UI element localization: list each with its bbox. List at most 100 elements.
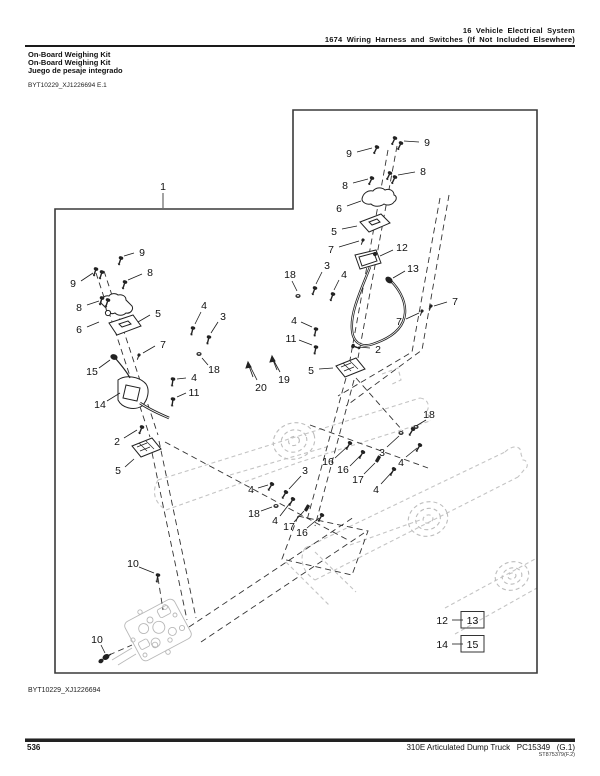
callout-label: 3: [302, 465, 308, 477]
axis-left-4: [158, 440, 197, 619]
legend-boxed-label: 13: [467, 615, 479, 627]
kit-title-en1: On-Board Weighing Kit: [28, 50, 111, 59]
kit-parts: [98, 187, 407, 664]
legend-item-label: 14: [436, 639, 448, 651]
callout-leader: [137, 314, 151, 323]
beam-c-bottom: [454, 587, 537, 635]
figure-ref-id: BYT10229_XJ1226694 E.1: [28, 82, 107, 89]
arrow-19: [269, 354, 278, 371]
callout-label: 4: [201, 300, 207, 312]
callout-leader: [405, 312, 420, 320]
pad-5-left: [131, 437, 162, 458]
callout-leader: [300, 321, 313, 328]
callout-leader: [318, 367, 334, 370]
hub-a: [272, 422, 316, 460]
harness-cable-12-core: [351, 266, 406, 346]
callout-label: 4: [398, 457, 404, 469]
callout-leader: [352, 178, 369, 184]
locator-5: [108, 644, 133, 656]
callout-leader: [123, 252, 135, 257]
valve-block: [111, 598, 192, 666]
route-2: [200, 530, 368, 643]
callout-label: 18: [248, 508, 260, 520]
plate-5-top-slot: [368, 218, 381, 226]
sensor-14-inner: [122, 384, 141, 402]
callout-label: 5: [331, 226, 337, 238]
header-rule: [25, 45, 575, 47]
header-line1: 16 Vehicle Electrical System: [462, 26, 575, 35]
axis-top-1: [349, 149, 389, 361]
callout-leader: [397, 171, 416, 176]
pad-5-top-x: [340, 360, 359, 372]
callout-label: 12: [396, 242, 408, 254]
callout-leader: [249, 365, 258, 381]
callout-label: 6: [336, 203, 342, 215]
callout-label: 18: [284, 269, 296, 281]
kit-title-block: On-Board Weighing Kit On-Board Weighing …: [28, 51, 123, 75]
hub-b: [407, 501, 449, 537]
pad-5-left-x: [136, 440, 155, 452]
plate-5-left-slot: [118, 320, 132, 328]
callout-label: 3: [324, 260, 330, 272]
header-section-title: 16 Vehicle Electrical System 1674 Wiring…: [325, 26, 575, 44]
callout-label: 3: [379, 447, 385, 459]
callout-leader: [298, 339, 313, 346]
figure-border: [54, 109, 538, 674]
callout-leader: [293, 510, 305, 523]
callout-leader: [346, 200, 362, 207]
legend-boxed-label: 15: [467, 639, 479, 651]
callout-leader: [357, 346, 371, 349]
route-1: [188, 516, 355, 628]
callout-leader: [291, 280, 298, 292]
callout-label: 9: [139, 247, 145, 259]
callout-label: 11: [189, 387, 200, 399]
callout-leader: [257, 484, 269, 489]
callout-leader: [210, 321, 219, 334]
locator-4: [157, 577, 164, 611]
callout-label: 4: [291, 315, 297, 327]
header-line2: 1674 Wiring Harness and Switches (If Not…: [324, 35, 575, 44]
callout-leader: [415, 419, 427, 427]
callout-label: 16: [337, 464, 349, 476]
figure-caption: BYT10229_XJ1226694: [28, 687, 101, 694]
locator-3: [309, 424, 429, 469]
callout-label: 4: [341, 269, 347, 281]
callout-label: 9: [424, 137, 430, 149]
callout-leader: [106, 392, 121, 402]
callout-label: 16: [296, 527, 308, 539]
callout-leader: [123, 429, 138, 439]
sensor-12: [354, 249, 382, 270]
legend-item-label: 12: [436, 615, 448, 627]
arrow-20: [245, 360, 254, 378]
beam-c-top: [444, 557, 537, 609]
callout-leader: [386, 435, 400, 448]
wire-15: [115, 358, 131, 379]
beam-b-inner: [349, 519, 421, 546]
sensor-12-inner: [358, 252, 378, 267]
callout-leader: [405, 447, 418, 458]
callout-label: 5: [155, 308, 161, 320]
callout-label: 9: [70, 278, 76, 290]
callout-label: 10: [127, 558, 139, 570]
beam-a-end: [419, 397, 431, 422]
frame-member-2: [314, 551, 357, 593]
callout-leader: [403, 140, 420, 143]
sensor-12-bolt: [372, 251, 378, 257]
callout-leader: [333, 279, 340, 291]
callout-label: 19: [278, 374, 290, 386]
beam-b-end: [504, 446, 528, 478]
pad-5-top: [335, 357, 366, 378]
callout-label: 18: [423, 409, 435, 421]
callout-label: 2: [114, 436, 120, 448]
callout-label: 8: [147, 267, 153, 279]
callout-label: 8: [76, 302, 82, 314]
callout-label: 4: [373, 484, 379, 496]
locator-2: [164, 441, 349, 541]
kit-title-es: Juego de pesaje integrado: [28, 66, 123, 75]
callout-leader: [288, 475, 302, 490]
callout-leader: [279, 502, 291, 517]
harness-cable-12: [350, 266, 407, 347]
hub-c: [494, 561, 530, 591]
callout-label: 8: [420, 166, 426, 178]
